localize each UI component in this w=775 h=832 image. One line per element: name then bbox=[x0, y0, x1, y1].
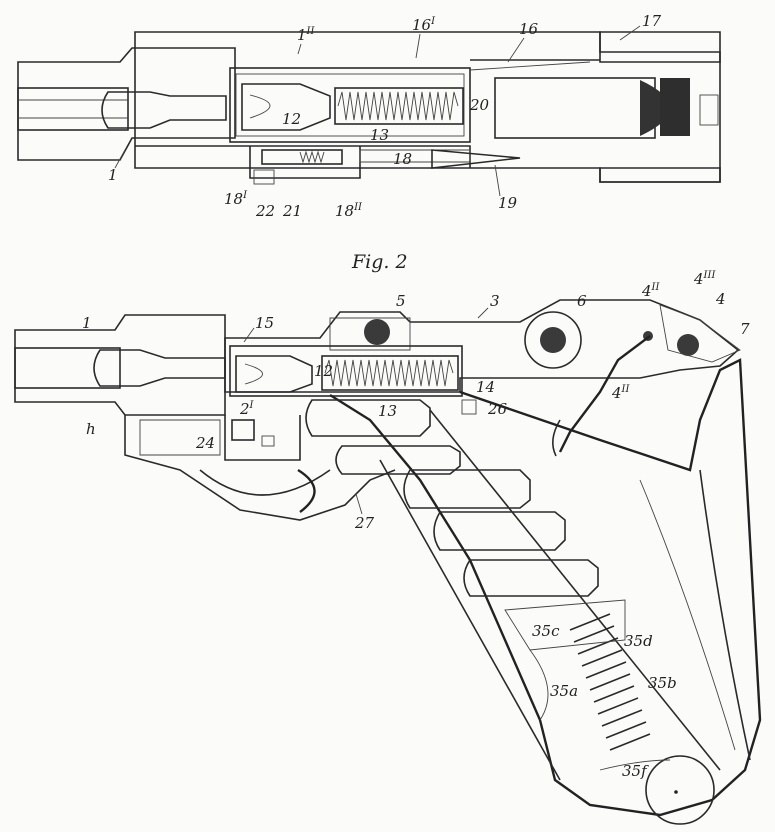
label-21: 21 bbox=[282, 202, 302, 220]
label-24: 24 bbox=[195, 434, 215, 452]
label-18-I: 18I bbox=[224, 190, 248, 208]
figure-caption: Fig. 2 bbox=[351, 251, 408, 273]
label-13: 13 bbox=[370, 126, 389, 144]
label-35f: 35f bbox=[622, 762, 649, 780]
label-1-lower: 1 bbox=[108, 166, 118, 184]
label-35c: 35c bbox=[532, 622, 560, 640]
label-4-II-top: 4II bbox=[641, 282, 660, 300]
label-22: 22 bbox=[255, 202, 275, 220]
label-3: 3 bbox=[490, 292, 500, 310]
label-4-II-lower: 4II bbox=[611, 384, 630, 402]
label-4: 4 bbox=[715, 290, 726, 308]
label-6: 6 bbox=[577, 292, 587, 310]
label-1-II: 1II bbox=[297, 26, 315, 44]
upper-section-view bbox=[17, 31, 721, 185]
label-17: 17 bbox=[642, 12, 662, 30]
label-35d: 35d bbox=[624, 632, 653, 650]
label-12: 12 bbox=[282, 110, 301, 128]
label-15: 15 bbox=[255, 314, 274, 332]
upper-labels: 1II 16I 16 17 12 20 13 18 1 18I 22 21 18… bbox=[108, 12, 662, 220]
label-2-I: 2I bbox=[239, 400, 255, 418]
label-18-II: 18II bbox=[335, 202, 363, 220]
label-12: 12 bbox=[314, 362, 333, 380]
magazine-spring bbox=[569, 613, 651, 751]
label-20: 20 bbox=[469, 96, 490, 114]
label-35b: 35b bbox=[648, 674, 677, 692]
label-7: 7 bbox=[740, 320, 750, 338]
label-13: 13 bbox=[378, 402, 397, 420]
label-h: h bbox=[86, 420, 96, 438]
magazine-cartridges bbox=[305, 399, 599, 597]
label-27: 27 bbox=[354, 514, 375, 532]
label-16: 16 bbox=[519, 20, 539, 38]
label-26: 26 bbox=[487, 400, 508, 418]
label-18: 18 bbox=[393, 150, 412, 168]
lower-labels: 1 15 5 3 6 4II 4III 4 7 4II 12 13 14 26 … bbox=[82, 270, 750, 780]
label-16-I: 16I bbox=[412, 16, 436, 34]
label-5: 5 bbox=[396, 292, 406, 310]
label-14: 14 bbox=[476, 378, 495, 396]
label-19: 19 bbox=[498, 194, 518, 212]
lower-section-view bbox=[14, 299, 762, 825]
label-4-III: 4III bbox=[693, 270, 716, 288]
label-35a: 35a bbox=[550, 682, 578, 700]
label-1: 1 bbox=[82, 314, 92, 332]
